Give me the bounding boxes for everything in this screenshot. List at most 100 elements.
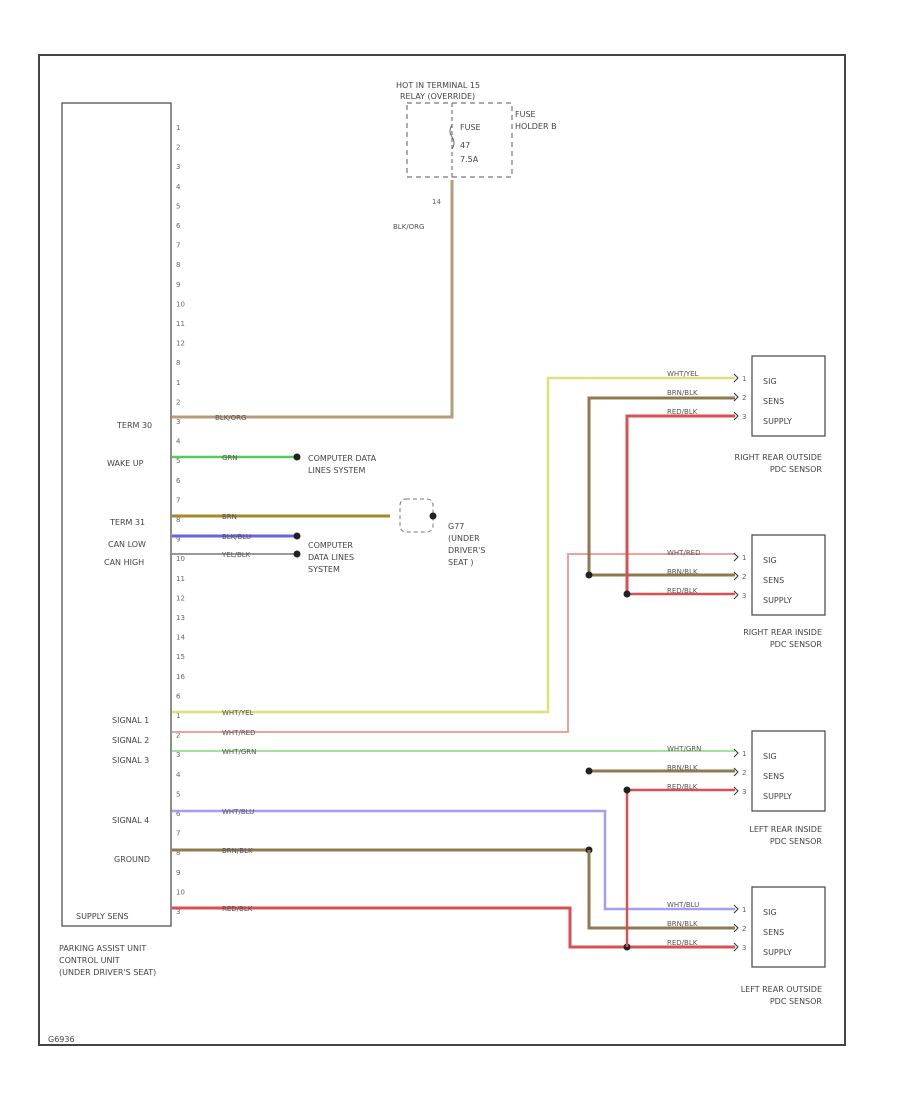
control-unit-pin-number: 8: [176, 849, 180, 857]
sensor-pin-number: 3: [742, 592, 746, 600]
sensor-wire-label: RED/BLK: [667, 408, 698, 416]
ground-point-ref-line-3: DRIVER'S: [448, 546, 485, 555]
signal1-label: SIGNAL 1: [112, 716, 149, 725]
control-unit-caption-line-2: CONTROL UNIT: [59, 956, 120, 965]
pdc-sensors: SIGSENSSUPPLYWHT/YEL1BRN/BLK2RED/BLK3RIG…: [667, 355, 826, 1006]
sensor-wire-label: BRN/BLK: [667, 764, 698, 772]
fuse-pin-number: 14: [432, 198, 441, 206]
sensor-caption: LEFT REAR OUTSIDE: [741, 985, 822, 994]
sensor-pin-number: 2: [742, 925, 746, 933]
control-unit-pin-number: 9: [176, 536, 180, 544]
sensor-connector-mark: [733, 942, 739, 952]
signal2-wire-label: WHT/RED: [222, 729, 256, 737]
sensor-pin-label: SIG: [763, 556, 777, 565]
control-unit-pin-number: 4: [176, 438, 181, 446]
pdc-sensor: SIGSENSSUPPLYWHT/RED1BRN/BLK2RED/BLK3RIG…: [667, 534, 826, 649]
sensor-box: [751, 730, 826, 812]
fuse-header-line-1: HOT IN TERMINAL 15: [396, 81, 480, 90]
frame-code: G6936: [48, 1035, 75, 1044]
fuse-wire-label: BLK/ORG: [393, 223, 424, 231]
sensor-pin-number: 1: [742, 750, 746, 758]
ground-point-ref-line-1: G77: [448, 522, 464, 531]
fuse-header-line-2: RELAY (OVERRIDE): [400, 92, 475, 101]
signal4-wire-label: WHT/BLU: [222, 808, 254, 816]
supply-splice-rr: [623, 590, 631, 598]
supply-wire-label: RED/BLK: [222, 905, 253, 913]
term31-label: TERM 31: [109, 518, 145, 527]
computer-ref-2-line-1: COMPUTER: [308, 541, 353, 550]
sensor-pin-number: 3: [742, 944, 746, 952]
ground-label: GROUND: [114, 855, 150, 864]
sensor-pin-number: 1: [742, 554, 746, 562]
control-unit-pin-number: 11: [176, 320, 185, 328]
sensor-pin-label: SUPPLY: [763, 948, 792, 957]
canhigh-label: CAN HIGH: [104, 558, 144, 567]
control-unit-pin-number: 10: [176, 555, 185, 563]
sensor-wire-label: WHT/BLU: [667, 901, 699, 909]
computer-ref-1-line-1: COMPUTER DATA: [308, 454, 377, 463]
ground-wire-rr-outside: [587, 396, 735, 575]
supply-wire: [172, 906, 735, 949]
control-unit-pin-number: 1: [176, 379, 180, 387]
sensor-connector-mark: [733, 748, 739, 758]
fuse-label-line-1: FUSE: [460, 123, 481, 132]
sensor-connector-mark: [733, 571, 739, 581]
control-unit-pin-number: 2: [176, 398, 180, 406]
ground-wire-lr-outside: [587, 850, 735, 930]
sensor-pin-label: SENS: [763, 397, 784, 406]
supply-splice-lri: [623, 786, 631, 794]
control-unit-pin-number: 2: [176, 144, 180, 152]
control-unit-pin-number: 4: [176, 771, 181, 779]
sensor-pin-number: 1: [742, 375, 746, 383]
diagram-frame: [38, 54, 846, 1046]
signal3-label: SIGNAL 3: [112, 756, 149, 765]
ground-point-box: [399, 498, 434, 533]
computer-ref-2-line-3: SYSTEM: [308, 565, 340, 574]
control-unit-pin-number: 7: [176, 242, 180, 250]
pdc-sensor: SIGSENSSUPPLYWHT/YEL1BRN/BLK2RED/BLK3RIG…: [667, 355, 826, 474]
sensor-wire-label: RED/BLK: [667, 939, 698, 947]
sensor-caption: RIGHT REAR OUTSIDE: [735, 453, 822, 462]
fuse-holder-box: [406, 102, 513, 178]
sensor-caption: PDC SENSOR: [770, 465, 823, 474]
control-unit-pin-number: 6: [176, 692, 181, 700]
control-unit-pin-number: 3: [176, 163, 180, 171]
fuse-holder-line-1: FUSE: [515, 110, 536, 119]
control-unit-caption-line-3: (UNDER DRIVER'S SEAT): [59, 968, 156, 977]
wakeup-wire-label: GRN: [222, 454, 238, 462]
sensor-pin-number: 1: [742, 906, 746, 914]
sensor-wire-label: WHT/RED: [667, 549, 701, 557]
wakeup-connector: [293, 453, 301, 461]
control-unit-pin-number: 8: [176, 261, 180, 269]
sensor-connector-mark: [733, 590, 739, 600]
control-unit-pin-number: 8: [176, 359, 180, 367]
canlow-label: CAN LOW: [108, 540, 146, 549]
sensor-pin-label: SENS: [763, 772, 784, 781]
term30-wire: [172, 180, 454, 419]
ground-point-ref-line-2: (UNDER: [448, 534, 480, 543]
sensor-pin-label: SUPPLY: [763, 417, 792, 426]
sensor-connector-mark: [733, 767, 739, 777]
canlow-wire-label: BLK/BLU: [222, 533, 251, 541]
supply-sens-label: SUPPLY SENS: [76, 912, 129, 921]
signal4-wire: [172, 809, 735, 911]
pdc-sensor: SIGSENSSUPPLYWHT/GRN1BRN/BLK2RED/BLK3LEF…: [667, 730, 826, 846]
term30-wire-label: BLK/ORG: [215, 414, 246, 422]
term31-wire-label: BRN: [222, 513, 237, 521]
sensor-caption: RIGHT REAR INSIDE: [743, 628, 822, 637]
control-unit-pin-number: 12: [176, 340, 185, 348]
control-unit-pin-number: 13: [176, 614, 185, 622]
fuse-label-line-2: 47: [460, 141, 470, 150]
control-unit-box: [61, 102, 172, 927]
computer-ref-2-line-2: DATA LINES: [308, 553, 354, 562]
sensor-pin-label: SIG: [763, 377, 777, 386]
ground-point-ref-line-4: SEAT ): [448, 558, 474, 567]
ground-splice-rr: [585, 571, 593, 579]
canlow-connector: [293, 532, 301, 540]
sensor-box: [751, 534, 826, 616]
term30-label: TERM 30: [116, 421, 152, 430]
control-unit-pin-number: 6: [176, 222, 181, 230]
sensor-caption: PDC SENSOR: [770, 997, 823, 1006]
sensor-box: [751, 886, 826, 968]
